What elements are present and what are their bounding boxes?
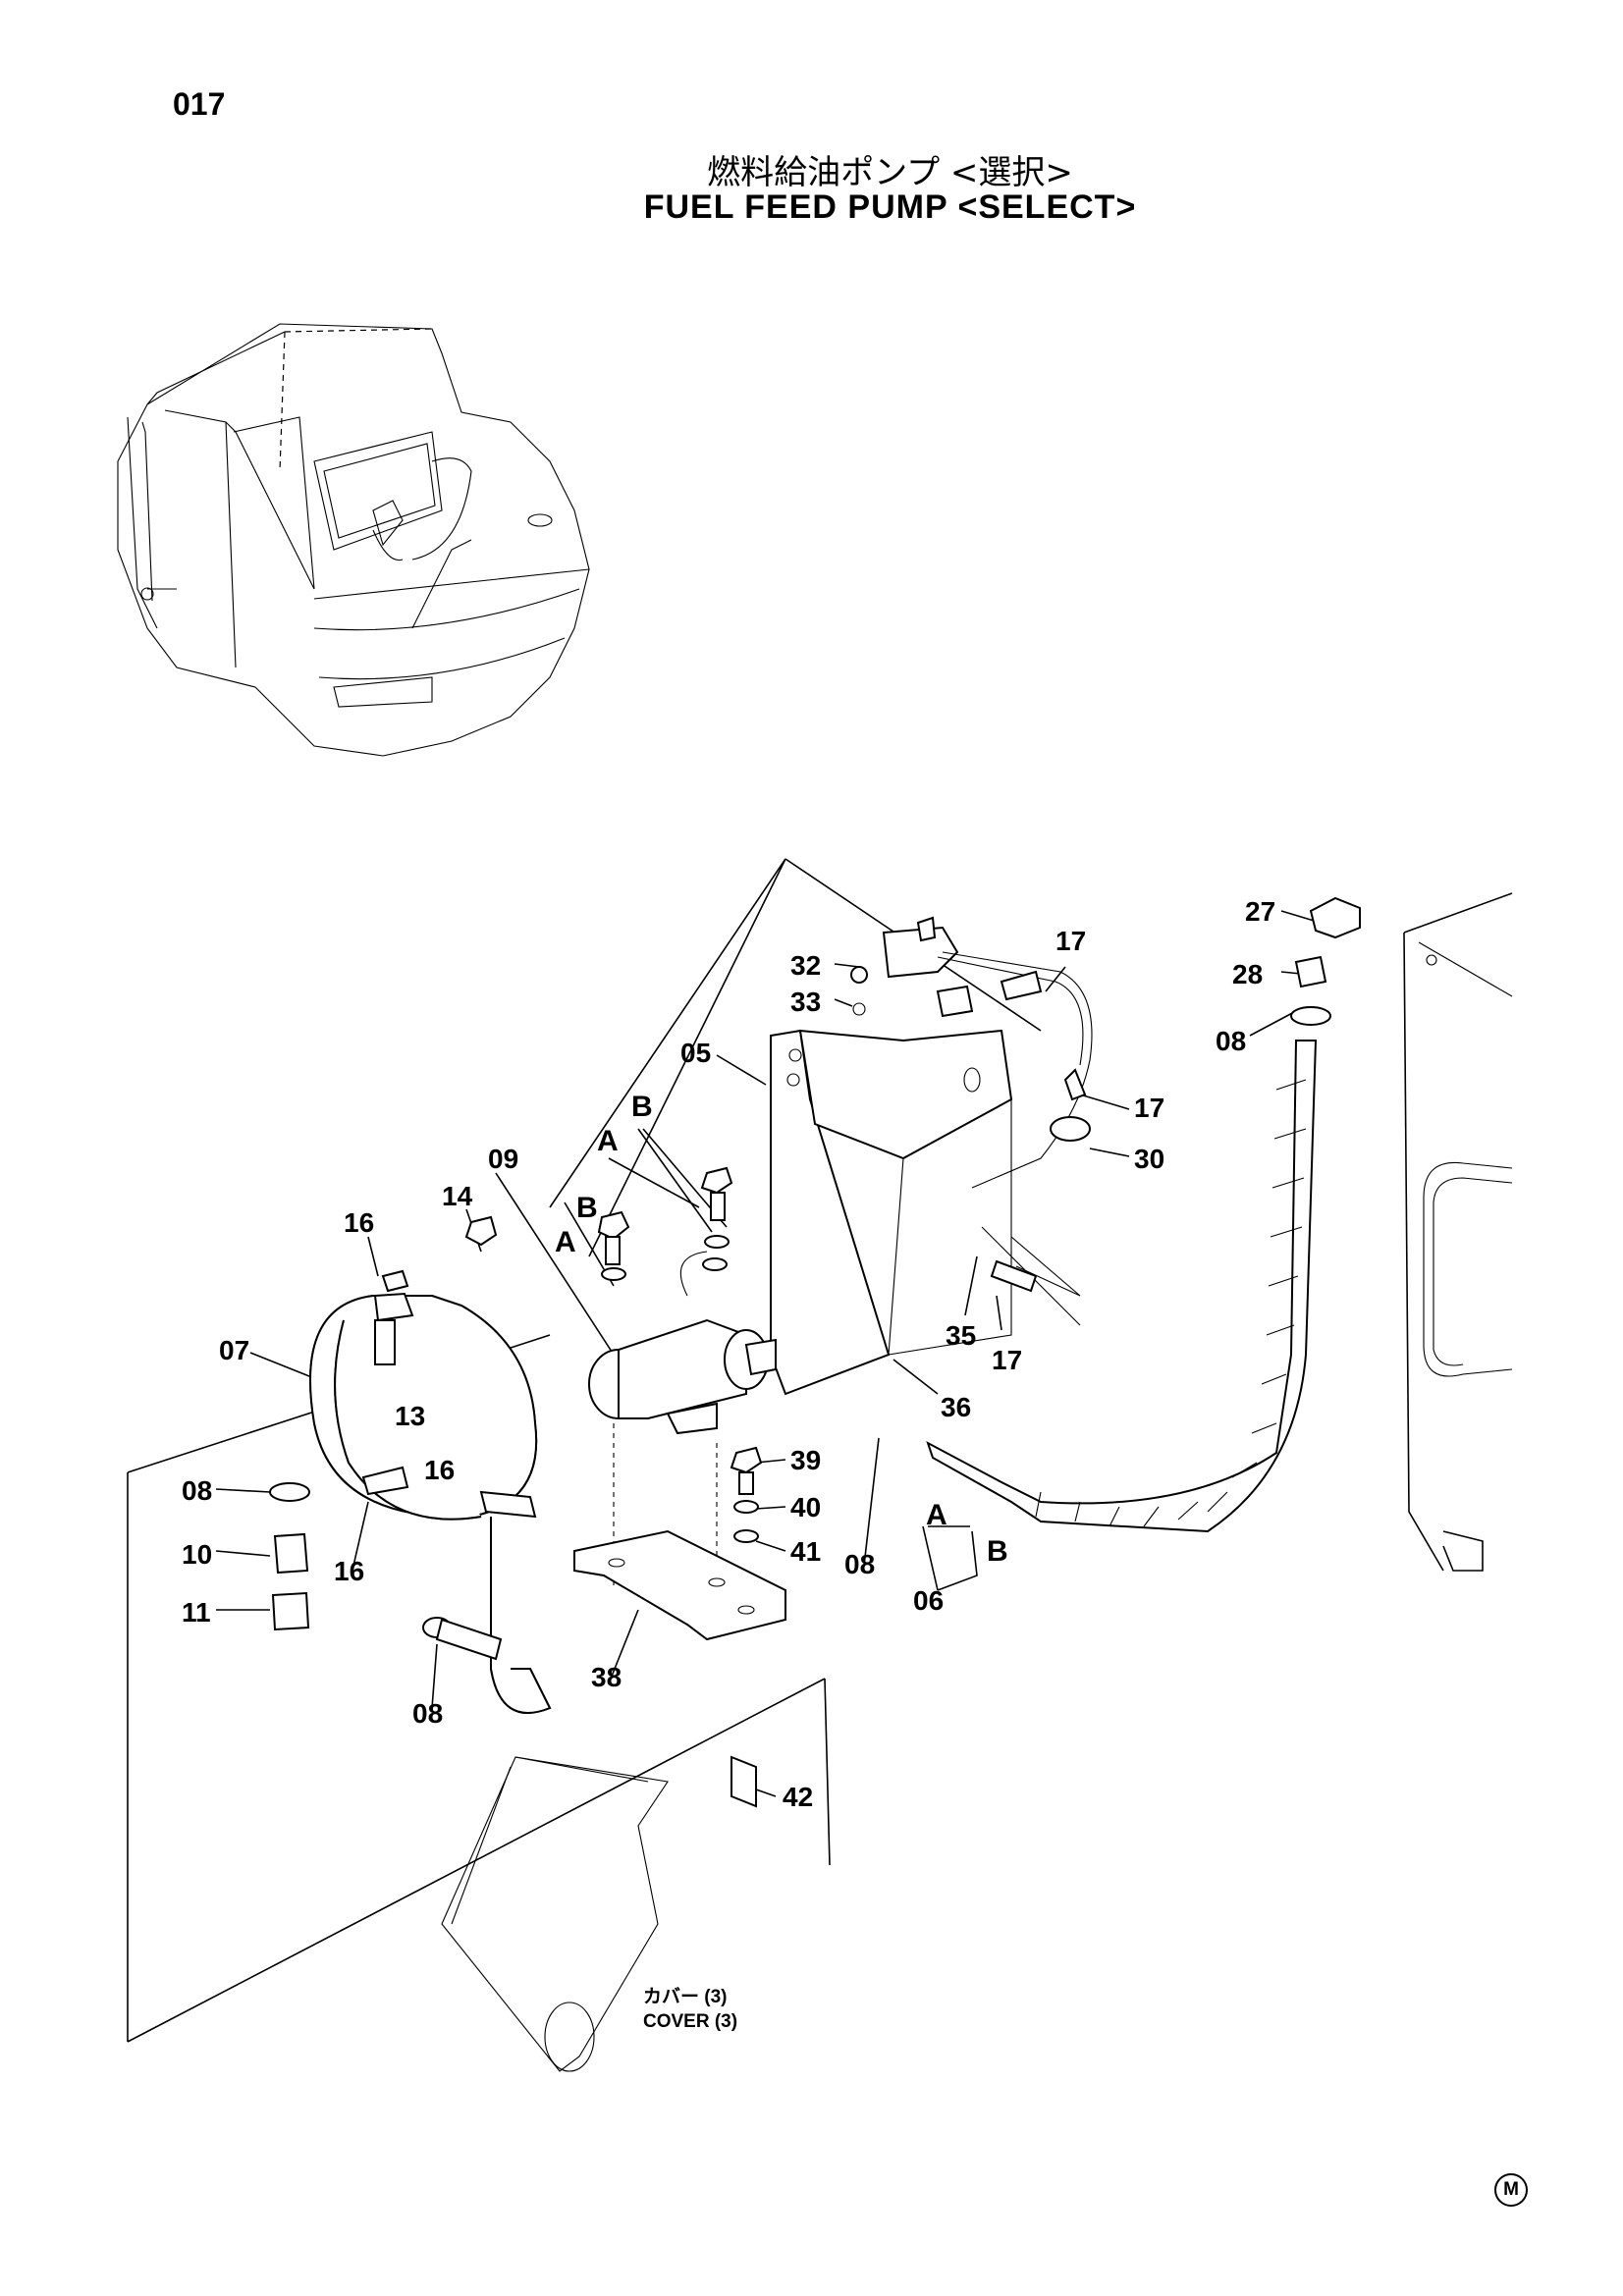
ref-b-1: B xyxy=(631,1091,653,1123)
ref-a-1: A xyxy=(597,1125,619,1157)
cover-note-jp: カバー (3) xyxy=(643,1986,728,2007)
callout-07: 07 xyxy=(219,1335,249,1365)
title-japanese: 燃料給油ポンプ <選択> xyxy=(707,153,1073,192)
callout-13: 13 xyxy=(395,1401,425,1431)
callout-08: 08 xyxy=(182,1475,212,1506)
callout-16: 16 xyxy=(424,1455,455,1485)
callout-28: 28 xyxy=(1232,959,1263,989)
callout-08: 08 xyxy=(844,1549,875,1579)
frame-lines xyxy=(127,1226,1081,2043)
page-number: 017 xyxy=(173,86,226,122)
callout-40: 40 xyxy=(790,1492,821,1522)
cover-panel xyxy=(441,1755,757,2072)
hose-06 xyxy=(926,896,1361,1533)
switch-assembly xyxy=(850,916,1093,1297)
callout-14: 14 xyxy=(442,1181,473,1211)
bracket-05 xyxy=(770,1029,1013,1396)
callout-27: 27 xyxy=(1245,896,1275,927)
callout-32: 32 xyxy=(790,950,821,981)
callout-17: 17 xyxy=(1055,926,1086,956)
fasteners xyxy=(464,1166,763,1585)
callout-17: 17 xyxy=(992,1345,1022,1375)
callout-35: 35 xyxy=(946,1320,976,1351)
callout-30: 30 xyxy=(1134,1144,1164,1174)
reference-letters: B A B A A B xyxy=(555,1091,1008,1568)
callout-labels: 27 28 08 17 32 33 05 17 30 09 14 16 35 1… xyxy=(182,896,1275,1812)
callout-16: 16 xyxy=(344,1207,374,1238)
callout-09: 09 xyxy=(488,1144,518,1174)
callout-05: 05 xyxy=(680,1038,711,1068)
ref-a-2: A xyxy=(555,1226,576,1258)
callout-10: 10 xyxy=(182,1539,212,1570)
pump-09 xyxy=(588,1251,777,1435)
callout-36: 36 xyxy=(941,1392,971,1422)
base-plate-38 xyxy=(573,1529,786,1641)
callout-11: 11 xyxy=(182,1597,211,1628)
cover-note: カバー (3) COVER (3) xyxy=(643,1986,737,2032)
callout-33: 33 xyxy=(790,987,821,1017)
callout-08: 08 xyxy=(1216,1026,1246,1056)
callout-17: 17 xyxy=(1134,1093,1164,1123)
callout-39: 39 xyxy=(790,1445,821,1475)
callout-38: 38 xyxy=(591,1662,622,1692)
callout-06: 06 xyxy=(913,1585,944,1616)
hose-coil xyxy=(269,1269,552,1714)
fuel-tank xyxy=(1403,892,1513,1572)
callout-08: 08 xyxy=(412,1698,443,1729)
ref-b-3: B xyxy=(987,1535,1008,1568)
ref-b-2: B xyxy=(576,1192,598,1224)
excavator-overview xyxy=(117,323,590,757)
cover-note-en: COVER (3) xyxy=(643,2011,737,2032)
callout-42: 42 xyxy=(783,1782,813,1812)
callout-41: 41 xyxy=(790,1536,821,1567)
callout-16: 16 xyxy=(334,1556,364,1586)
maker-mark-icon: M xyxy=(1494,2173,1528,2207)
ref-a-3: A xyxy=(926,1499,947,1531)
title-english: FUEL FEED PUMP <SELECT> xyxy=(643,188,1137,226)
